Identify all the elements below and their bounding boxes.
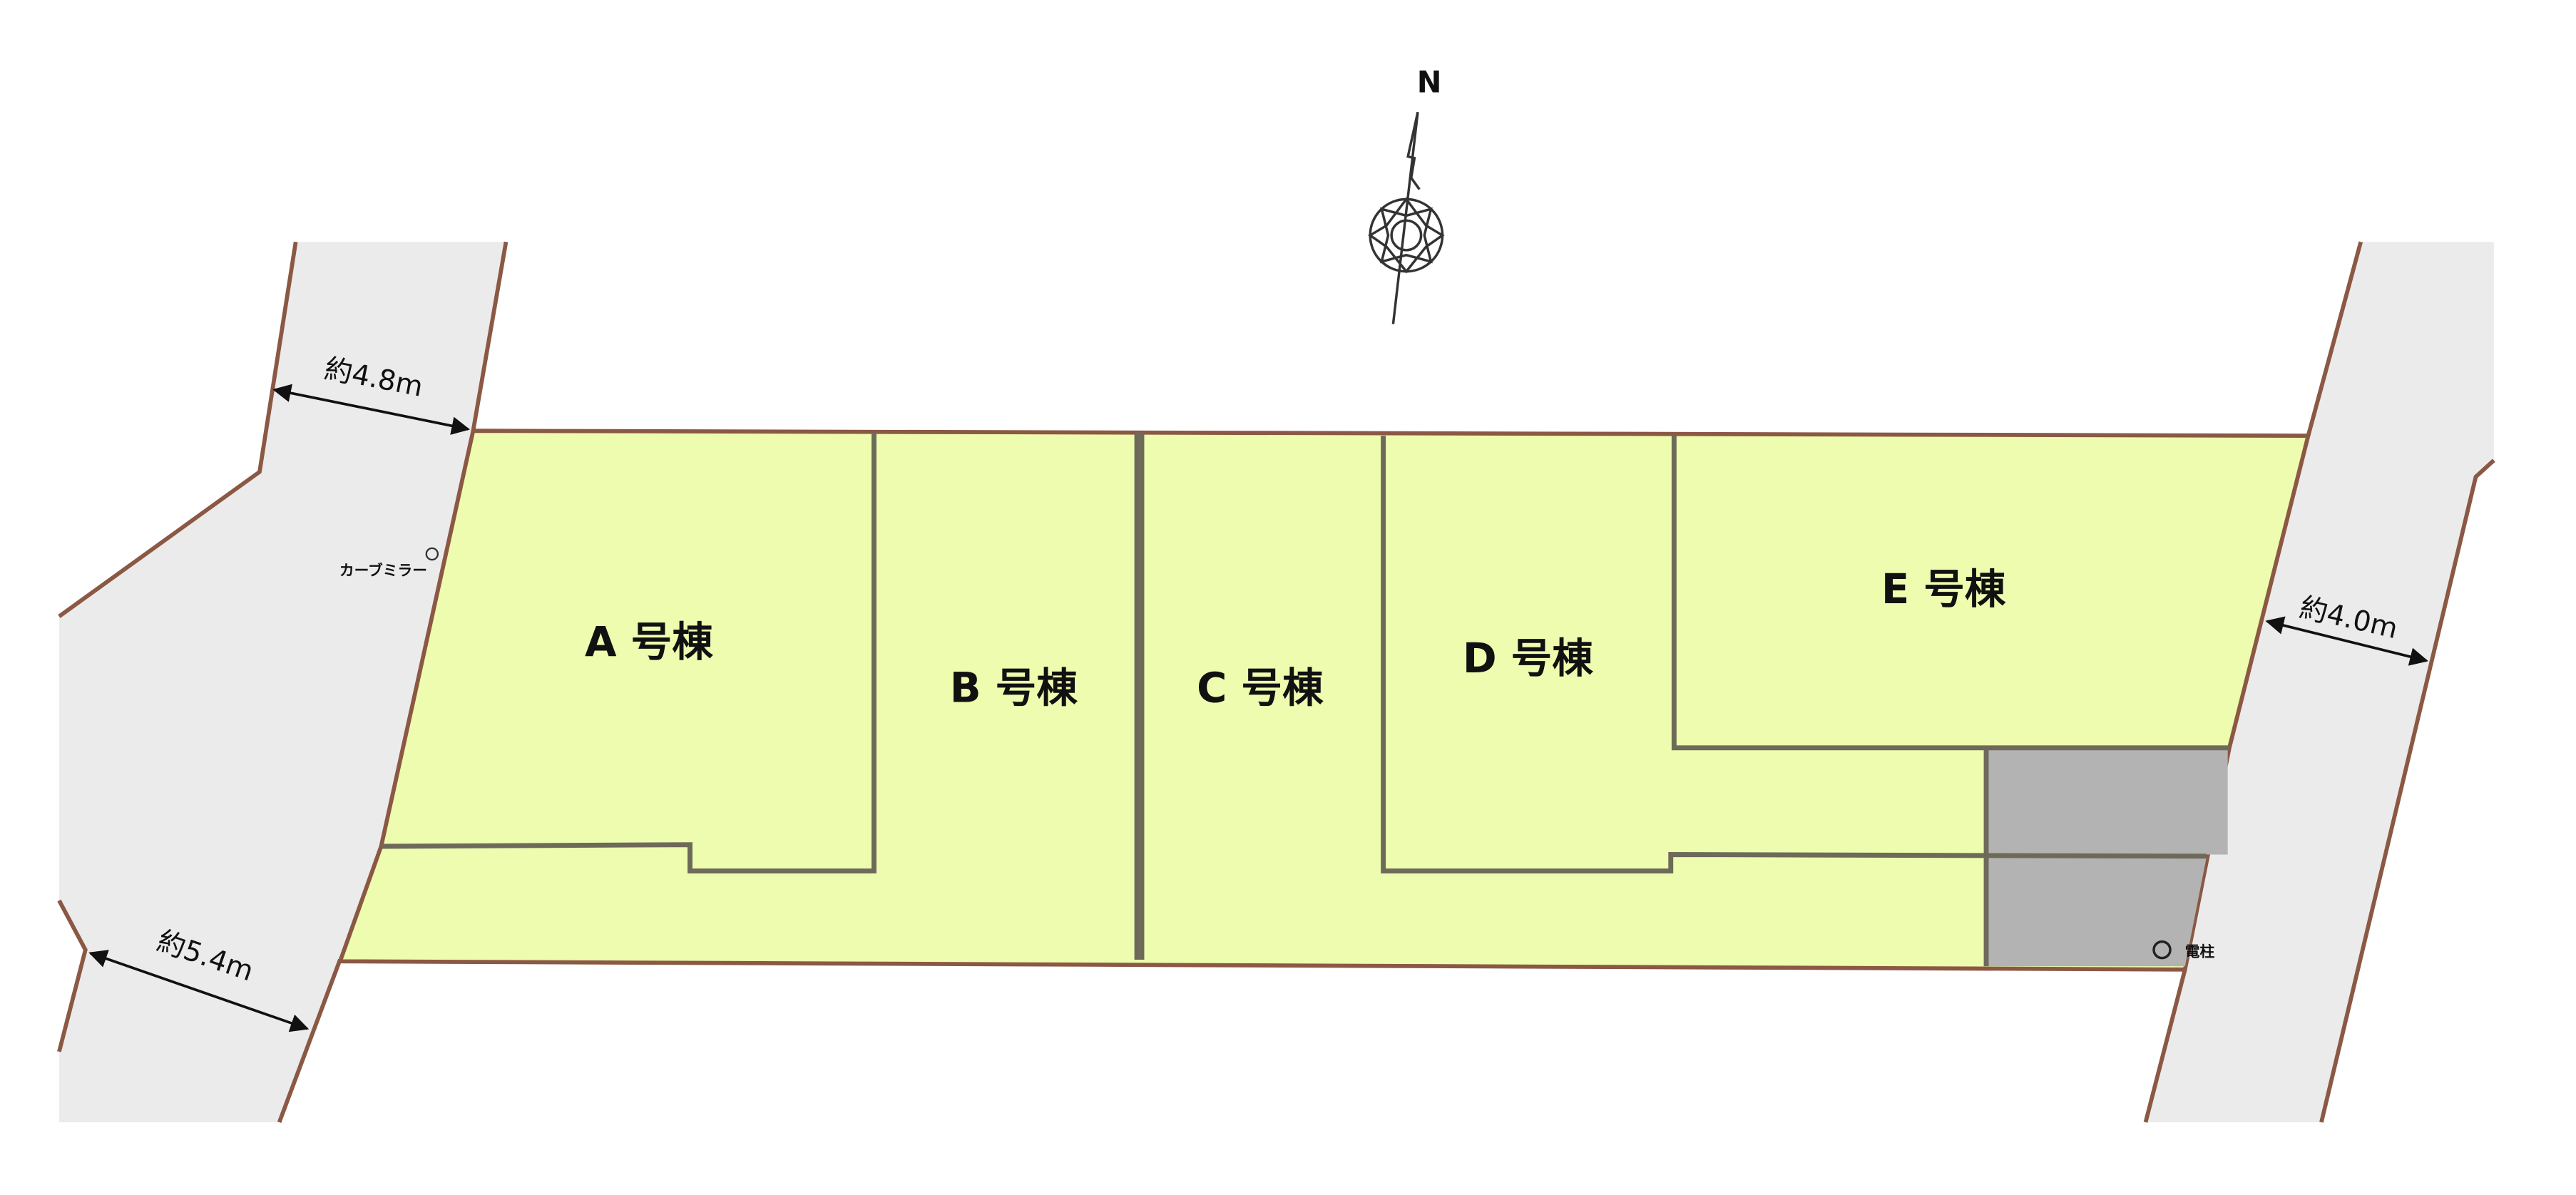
north-arrow-icon [1368,111,1445,324]
curve-mirror-icon [425,547,439,561]
dimension-arrow-right [2265,616,2428,666]
lot-a-label: A 号棟 [585,618,713,666]
lot-e-label: E 号棟 [1881,565,2006,613]
dimension-arrow-left-top [272,384,471,435]
north-label: N [1417,66,1442,100]
utility-pole-label: 電柱 [2185,943,2215,960]
utility-pole-icon [2152,940,2172,960]
curve-mirror-label: カーブミラー [339,562,427,579]
parking-space-1 [1988,749,2228,855]
lot-divisions [381,432,2229,967]
road-edges [57,241,2495,1123]
parking-space-2 [1988,858,2207,967]
lot-d-label: D 号棟 [1463,635,1593,682]
dimension-arrow-left-bottom [88,950,310,1032]
lot-c-label: C 号棟 [1197,664,1324,712]
right-road [2145,242,2494,1122]
left-road [58,242,506,1122]
lot-b-label: B 号棟 [950,664,1078,712]
